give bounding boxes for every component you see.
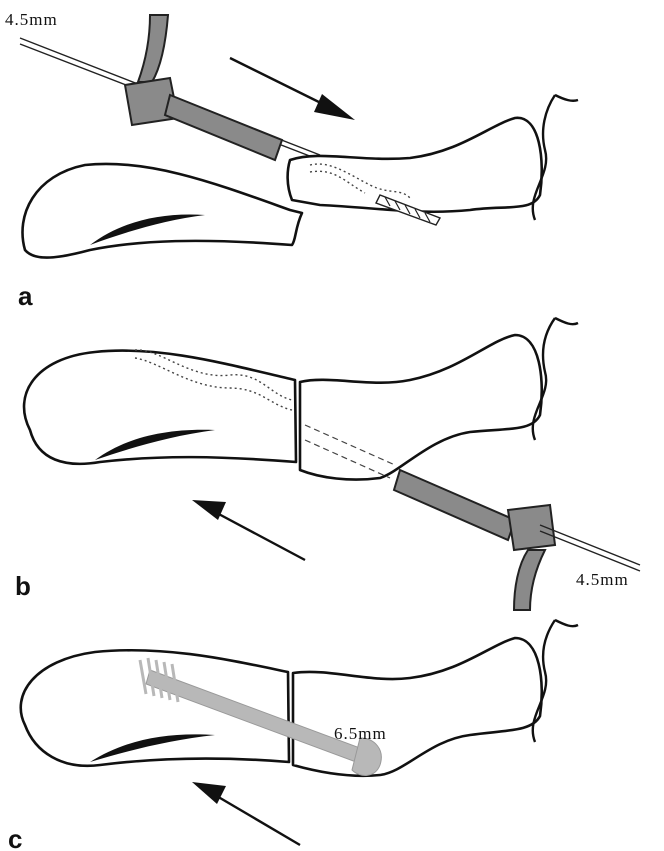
arrow-head <box>314 94 355 120</box>
bone-distal <box>300 335 542 480</box>
guide-wire <box>540 531 640 571</box>
panel-c: 6.5mm c <box>8 620 578 851</box>
direction-arrow <box>215 795 300 845</box>
drill-sleeve <box>394 470 515 540</box>
panel-b: 4.5mm b <box>15 318 640 610</box>
bone-proximal <box>23 164 303 258</box>
measurement-label: 4.5mm <box>576 570 629 589</box>
bone-distal <box>293 638 542 776</box>
drill-handle <box>514 550 545 610</box>
measurement-label: 6.5mm <box>334 724 387 743</box>
drill-handle <box>138 15 168 82</box>
measurement-label: 4.5mm <box>5 10 58 29</box>
joint-line <box>555 95 578 101</box>
direction-arrow <box>215 512 305 560</box>
joint-line <box>555 620 578 626</box>
panel-label: b <box>15 571 31 601</box>
arrow-head <box>192 500 226 520</box>
drill-sleeve <box>165 95 282 160</box>
panel-label: c <box>8 824 22 851</box>
joint-line <box>555 318 578 324</box>
panel-label: a <box>18 281 33 311</box>
bone-proximal <box>24 351 296 464</box>
arrow-head <box>192 782 226 804</box>
panel-a: 4.5mm a <box>5 10 578 311</box>
